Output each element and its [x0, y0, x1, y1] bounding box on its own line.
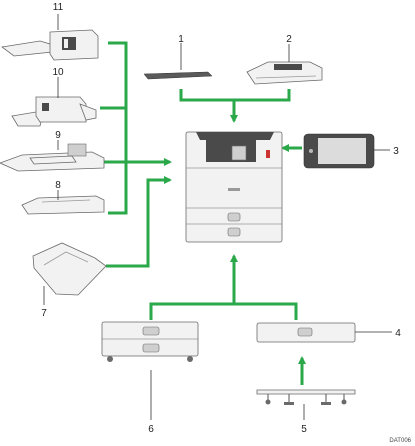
callout-1: 1 — [178, 34, 184, 45]
connector-finisher-bracket — [100, 41, 128, 215]
leader-lines — [43, 14, 392, 420]
document-feeder-icon — [246, 61, 323, 85]
figure-code: DAT006 — [389, 438, 411, 444]
callout-5: 5 — [301, 424, 307, 435]
side-tray-icon — [32, 242, 107, 296]
bar-option-icon — [143, 71, 213, 80]
main-machine-icon — [185, 131, 283, 243]
internal-tray-icon — [21, 195, 105, 215]
single-tray-unit-icon — [256, 322, 356, 343]
finisher-medium-icon — [11, 96, 97, 127]
callout-10: 10 — [52, 67, 64, 78]
callout-3: 3 — [393, 146, 399, 157]
callout-6: 6 — [148, 424, 154, 435]
callout-7: 7 — [41, 308, 47, 319]
callout-4: 4 — [395, 328, 401, 339]
callout-2: 2 — [286, 34, 292, 45]
control-panel-icon — [303, 133, 375, 169]
callout-8: 8 — [55, 180, 61, 191]
callout-9: 9 — [55, 130, 61, 141]
caster-table-icon — [256, 389, 356, 405]
connector-side-tray-to-machine — [106, 176, 172, 268]
callout-11: 11 — [53, 2, 64, 13]
paper-feed-unit-icon — [101, 321, 199, 362]
connector-bottom-options — [149, 302, 298, 320]
finisher-large-icon — [1, 29, 99, 61]
finisher-internal-icon — [0, 143, 105, 172]
connector-top-options — [179, 89, 291, 102]
